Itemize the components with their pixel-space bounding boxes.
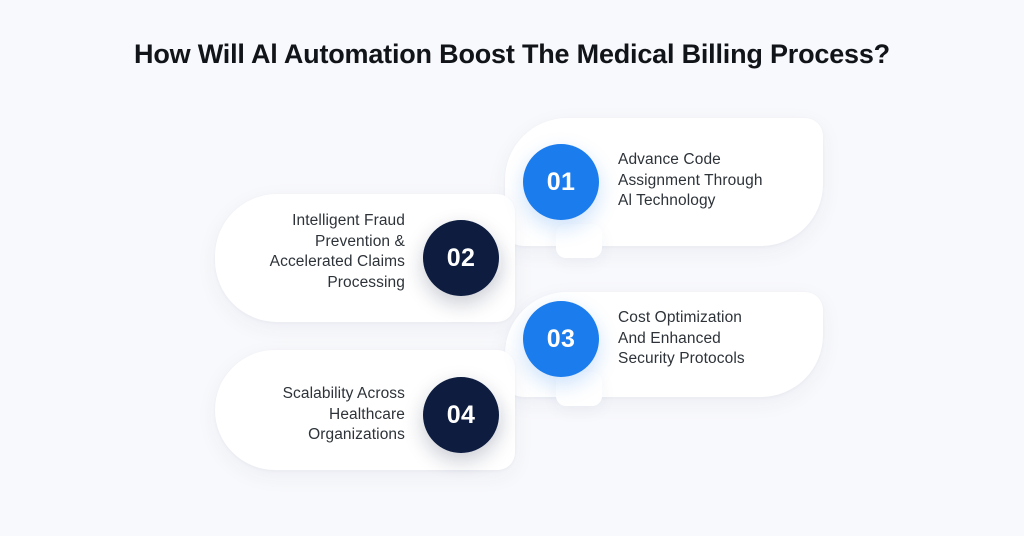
page-title: How Will Al Automation Boost The Medical…	[134, 39, 890, 69]
number-badge-02: 02	[423, 220, 499, 296]
card-label-04: Scalability Across Healthcare Organizati…	[282, 385, 405, 443]
card-connector-tab-01	[556, 224, 602, 258]
card-connector-tab-03	[556, 372, 602, 406]
number-badge-01: 01	[523, 144, 599, 220]
number-badge-04: 04	[423, 377, 499, 453]
card-label-02: Intelligent Fraud Prevention & Accelerat…	[269, 212, 405, 291]
number-badge-03: 03	[523, 301, 599, 377]
card-label-03: Cost Optimization And Enhanced Security …	[618, 309, 745, 367]
card-label-01: Advance Code Assignment Through Al Techn…	[618, 151, 763, 209]
